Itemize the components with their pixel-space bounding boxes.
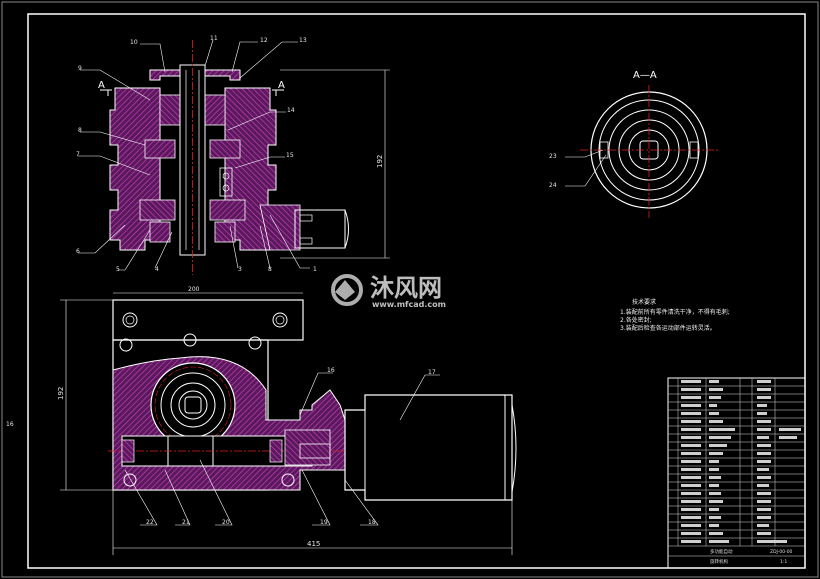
label-5: 5	[116, 266, 120, 273]
label-3: 3	[238, 266, 242, 273]
section-marker-right: A	[278, 80, 285, 91]
label-21: 21	[182, 519, 190, 526]
dim-top-width: 200	[188, 286, 200, 293]
leader-lines-top	[78, 39, 310, 271]
dim-192-top: 192	[376, 155, 384, 168]
part-labels-top: 10 11 12 13 9 8 7 6 5 4 3 8 1 14 15 A A …	[76, 35, 384, 273]
label-22: 22	[146, 519, 154, 526]
label-18: 18	[368, 519, 376, 526]
dim-left-edge: 16	[6, 421, 14, 428]
watermark-url: www.mfcad.com	[372, 300, 446, 309]
label-6: 6	[76, 248, 80, 255]
section-aa-view: A—A 23 24	[549, 70, 718, 218]
title-block: 多功能自动 旋转机构 ZDJ-00-00 1:1	[667, 377, 806, 569]
section-view-title: A—A	[633, 70, 657, 81]
title-drawing-no: ZDJ-00-00	[770, 549, 793, 555]
title-scale: 1:1	[780, 559, 787, 565]
label-13: 13	[299, 37, 307, 44]
tech-title: 技术要求	[632, 298, 656, 306]
title-name-1: 多功能自动	[710, 548, 733, 555]
label-8: 8	[268, 266, 272, 273]
label-4: 4	[155, 266, 159, 273]
front-view: 22 21 20 19 18 16 17 192 415 200 16	[6, 286, 517, 555]
inner-border	[27, 13, 806, 569]
label-12: 12	[260, 37, 268, 44]
label-17: 17	[428, 369, 436, 376]
label-20: 20	[222, 519, 230, 526]
title-name-2: 旋转机构	[710, 558, 728, 565]
label-15: 15	[286, 152, 294, 159]
watermark: 沐风网 www.mfcad.com	[331, 274, 446, 309]
label-23: 23	[549, 153, 557, 160]
section-marker-left: A	[98, 80, 105, 91]
dim-415: 415	[307, 540, 320, 548]
section-view	[100, 40, 390, 275]
watermark-brand: 沐风网	[370, 274, 442, 302]
label-11: 11	[210, 35, 218, 42]
label-24: 24	[549, 182, 557, 189]
label-8-top: 8	[78, 127, 82, 134]
label-14: 14	[287, 107, 295, 114]
label-19: 19	[320, 519, 328, 526]
tech-item-2: 2.各处密封;	[620, 316, 652, 324]
dim-192-front: 192	[57, 387, 65, 400]
label-10: 10	[130, 39, 138, 46]
tech-item-1: 1.装配前所有零件清洗干净，不得有毛刺;	[620, 308, 730, 316]
label-16: 16	[327, 367, 335, 374]
label-7: 7	[76, 151, 80, 158]
label-9-top: 9	[78, 65, 82, 72]
tech-requirements: 技术要求 1.装配前所有零件清洗干净，不得有毛刺; 2.各处密封; 3.装配后检…	[620, 298, 730, 332]
tech-item-3: 3.装配后检查各运动部件运转灵活。	[620, 324, 716, 332]
label-1: 1	[313, 266, 317, 273]
